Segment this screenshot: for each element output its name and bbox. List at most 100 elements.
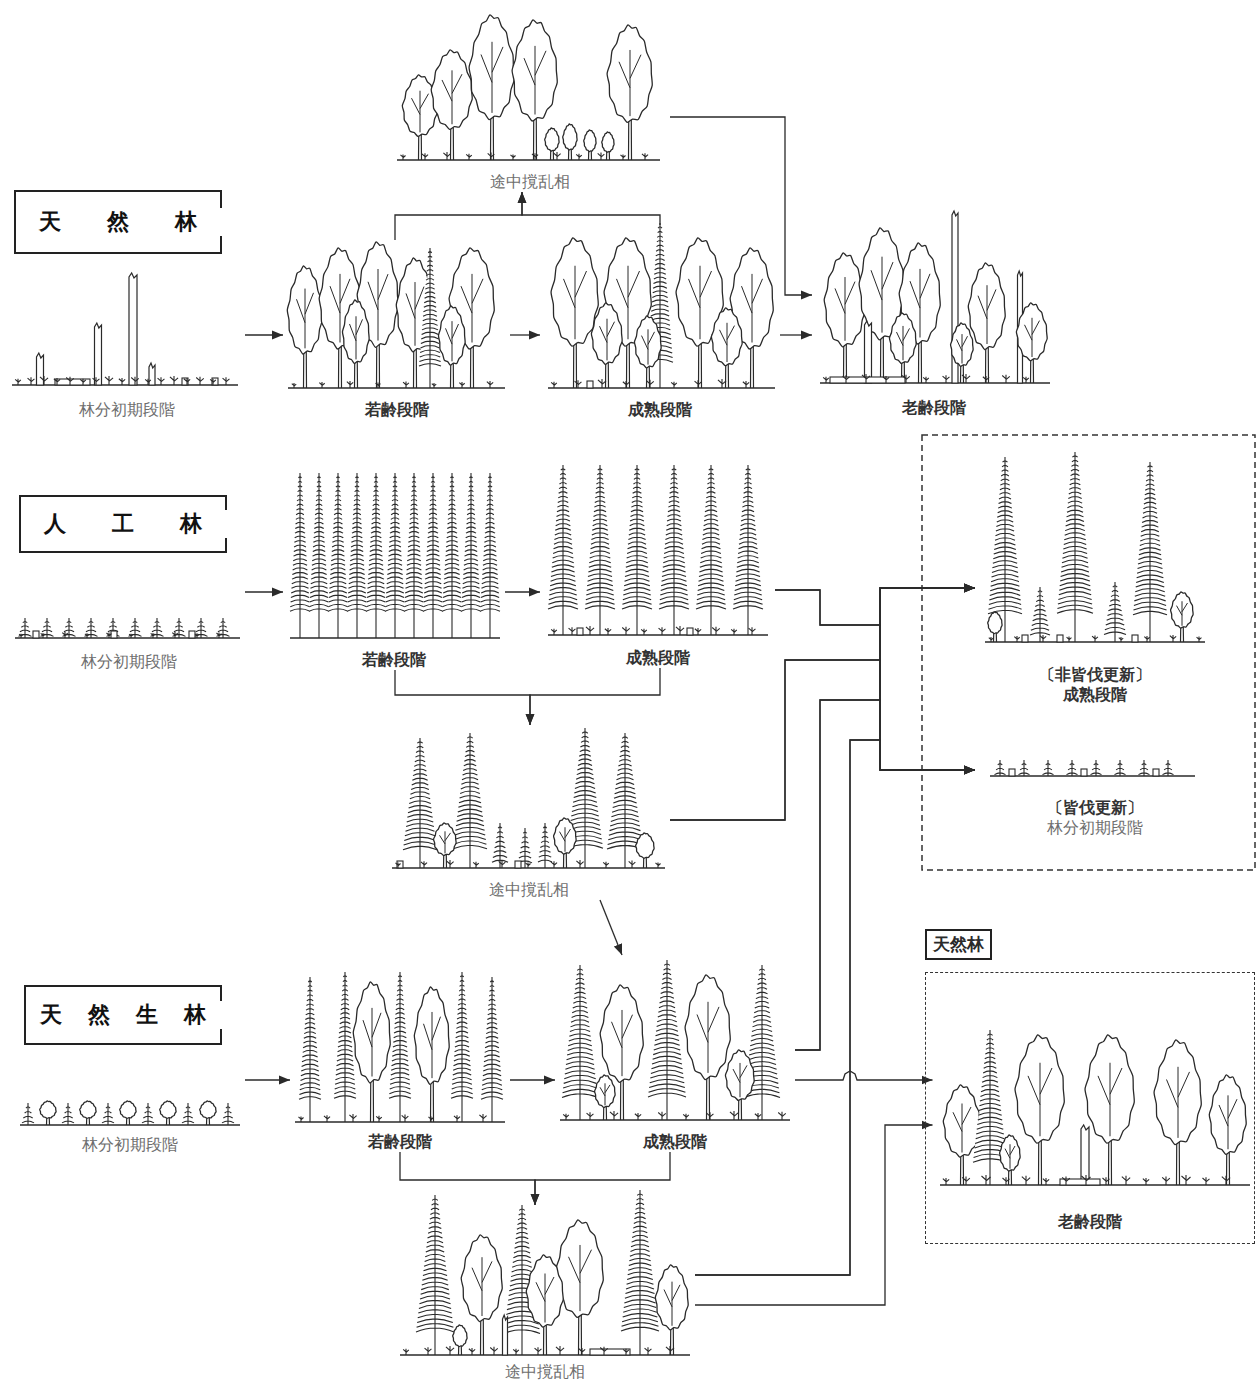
conifer-tree (1163, 760, 1174, 776)
ground-plant (40, 376, 48, 385)
ground-plant (1222, 1176, 1230, 1185)
ground-plant (525, 862, 530, 868)
tree-crown (461, 1235, 502, 1322)
ground-plant (823, 377, 829, 383)
conifer-tree (648, 960, 686, 1120)
tree-crown (431, 50, 472, 130)
ground-plant (131, 377, 138, 385)
ground-plant (1170, 635, 1176, 642)
conifer-tree (1057, 452, 1093, 642)
flow-arrow (505, 591, 540, 592)
conifer-tree (1115, 760, 1126, 776)
stage-label: 途中撹乱相 (486, 880, 572, 900)
ground-plant (743, 381, 749, 388)
ground-plant (223, 377, 230, 385)
conifer-tree (299, 977, 321, 1122)
flow-arrow (795, 700, 975, 1050)
stage-node: 若齢段階 (290, 975, 510, 1152)
tree-branches (412, 91, 429, 133)
ground-plant (731, 629, 737, 635)
tree-crown (563, 124, 577, 150)
stage-label: 〔非皆伐更新〕 (1036, 665, 1154, 685)
ground-plant (376, 1116, 382, 1122)
stage-label: 成熟段階 (640, 1132, 710, 1152)
tree-branches (664, 1282, 680, 1326)
tree-branches (1098, 1063, 1122, 1137)
dead-snag (95, 323, 102, 385)
ground-plant (62, 632, 67, 638)
ground-plant (347, 381, 353, 388)
conifer-tree (548, 465, 578, 635)
tree-branches (1025, 318, 1040, 357)
ground-plant (466, 154, 472, 160)
ground-plant (1043, 1178, 1049, 1185)
ground-plant (641, 629, 647, 635)
conifer-tree (62, 1103, 74, 1125)
ground-plant (469, 1348, 475, 1355)
ground-plant (15, 379, 21, 385)
dead-snag (149, 363, 155, 385)
tree-crown (1000, 1135, 1021, 1171)
ground-plant (943, 1178, 949, 1185)
tree-branches (524, 46, 546, 115)
ground-line (990, 775, 1195, 777)
conifer-tree (1133, 462, 1167, 642)
tree-branches (1177, 601, 1188, 626)
conifer-tree (1043, 760, 1054, 776)
tree-branches (536, 1274, 554, 1323)
ground-plant (645, 1347, 652, 1355)
ground-plant (400, 154, 405, 160)
tree-crown (1154, 1040, 1201, 1145)
tree-crown (80, 1101, 96, 1118)
ground-plant (623, 381, 629, 388)
stump (189, 631, 195, 638)
tree-crown (342, 300, 369, 364)
flow-arrow (780, 334, 812, 335)
conifer-tree (453, 733, 487, 868)
stump (1153, 769, 1159, 776)
stage-label: 成熟段階 (1060, 685, 1130, 705)
ground-plant (962, 374, 970, 383)
ground-plant (513, 1349, 519, 1355)
forest-scene (985, 452, 1205, 642)
tree-crown (1015, 1035, 1064, 1143)
stump (1057, 635, 1063, 642)
forest-scene (940, 1030, 1250, 1185)
ground-line (560, 1119, 790, 1121)
ground-plant (119, 378, 125, 385)
stump (33, 631, 39, 638)
ground-plant (1023, 377, 1029, 383)
stage-node: 若齢段階 (283, 465, 505, 670)
stage-node: 成熟段階 (540, 225, 780, 420)
forest-scene (20, 1101, 240, 1125)
tree-branches (697, 1002, 719, 1073)
tree-crown (414, 987, 449, 1085)
tree-crown (120, 1101, 136, 1118)
ground-plant (298, 1116, 303, 1122)
dead-snag (865, 321, 872, 383)
ground-plant (610, 1111, 618, 1120)
ground-plant (605, 628, 611, 635)
flow-arrow (695, 740, 975, 1275)
ground-plant (576, 154, 582, 160)
forest-scene (548, 465, 768, 635)
tree-branches (733, 1063, 747, 1097)
conifer-tree (492, 823, 508, 868)
stage-label: 途中撹乱相 (487, 172, 573, 192)
conifer-tree (309, 473, 329, 638)
ground-plant (129, 634, 133, 638)
ground-plant (569, 627, 576, 635)
flow-arrow (400, 1152, 535, 1205)
tree-branches (1005, 1144, 1015, 1169)
conifer-tree (621, 1190, 659, 1355)
tree-branches (569, 1245, 592, 1311)
stage-label: 成熟段階 (623, 648, 693, 668)
forest-type-label: 人工林 (44, 510, 248, 538)
tree-branches (978, 285, 996, 344)
tree-crown (1171, 592, 1194, 628)
ground-plant (642, 153, 648, 160)
flow-arrow (395, 192, 522, 240)
ground-plant (54, 378, 60, 385)
ground-plant (184, 378, 190, 385)
ground-plant (1122, 1176, 1130, 1185)
